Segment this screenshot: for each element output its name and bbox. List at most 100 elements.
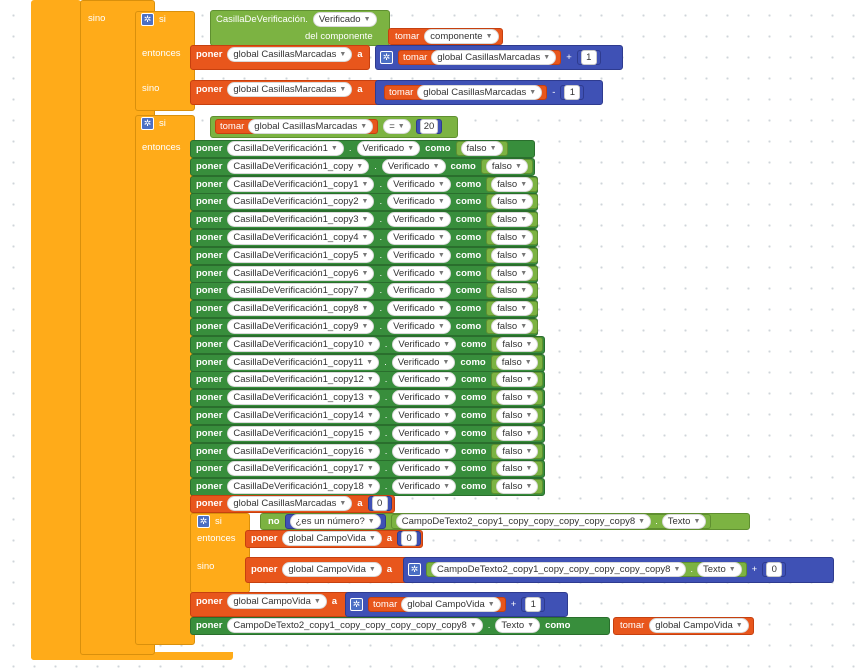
false-block[interactable]: falso▼ [491, 479, 544, 494]
gear-icon[interactable]: ✲ [141, 13, 154, 26]
textbox-getter[interactable]: CampoDeTexto2_copy1_copy_copy_copy_copy_… [390, 514, 712, 529]
gear-icon[interactable]: ✲ [141, 117, 154, 130]
property-dropdown[interactable]: Verificado▼ [392, 426, 457, 441]
is-number-block[interactable]: ¿es un número?▼ [284, 514, 386, 529]
property-dropdown[interactable]: Verificado▼ [387, 283, 451, 298]
gear-icon[interactable]: ✲ [380, 51, 393, 64]
set-textbox-row: poner CampoDeTexto2_copy1_copy_copy_copy… [196, 618, 571, 633]
compare-operator[interactable]: =▼ [383, 119, 411, 134]
component-dropdown[interactable]: CasillaDeVerificación1_copy1▼ [227, 177, 375, 192]
como-label: como [425, 143, 451, 154]
property-dropdown[interactable]: Verificado▼ [356, 141, 421, 156]
component-dropdown[interactable]: CasillaDeVerificación1_copy5▼ [227, 248, 375, 263]
component-dropdown[interactable]: CasillaDeVerificación1_copy12▼ [227, 372, 380, 387]
poner-label: poner [196, 392, 223, 403]
false-block[interactable]: falso▼ [486, 230, 539, 245]
component-dropdown[interactable]: CasillaDeVerificación1_copy13▼ [227, 390, 380, 405]
component-dropdown[interactable]: CasillaDeVerificación1_copy16▼ [227, 444, 380, 459]
property-dropdown[interactable]: Verificado▼ [387, 194, 451, 209]
false-block[interactable]: falso▼ [455, 141, 508, 156]
false-block[interactable]: falso▼ [486, 177, 539, 192]
property-dropdown[interactable]: Verificado▼ [392, 461, 457, 476]
if-block-3[interactable] [135, 115, 195, 645]
property-dropdown[interactable]: Verificado▼ [392, 408, 457, 423]
component-dropdown[interactable]: CasillaDeVerificación1_copy10▼ [227, 337, 380, 352]
add-row-2: ✲ CampoDeTexto2_copy1_copy_copy_copy_cop… [408, 561, 787, 578]
entonces-label-4: entonces [197, 533, 236, 544]
number-field[interactable]: 1 [580, 50, 597, 65]
gear-icon[interactable]: ✲ [197, 515, 210, 528]
component-dropdown[interactable]: CasillaDeVerificación1_copy3▼ [227, 212, 375, 227]
property-dropdown[interactable]: Verificado▼ [392, 372, 457, 387]
como-label: como [455, 285, 482, 296]
variable-dropdown[interactable]: componente▼ [424, 29, 499, 44]
property-dropdown[interactable]: Verificado▼ [387, 212, 451, 227]
gear-icon[interactable]: ✲ [350, 598, 363, 611]
false-block[interactable]: falso▼ [491, 426, 544, 441]
property-dropdown[interactable]: Verificado▼ [387, 230, 451, 245]
false-block[interactable]: falso▼ [491, 461, 544, 476]
false-block[interactable]: falso▼ [491, 372, 544, 387]
false-block[interactable]: falso▼ [491, 337, 544, 352]
dot-label: . [384, 446, 388, 457]
gear-icon[interactable]: ✲ [408, 563, 421, 576]
false-block[interactable]: falso▼ [490, 355, 543, 370]
component-dropdown[interactable]: CasillaDeVerificación1_copy2▼ [227, 194, 375, 209]
false-block[interactable]: falso▼ [491, 408, 544, 423]
component-dropdown[interactable]: CasillaDeVerificación1_copy14▼ [227, 408, 380, 423]
textbox-getter-2[interactable]: CampoDeTexto2_copy1_copy_copy_copy_copy_… [426, 562, 747, 577]
false-block[interactable]: falso▼ [491, 444, 544, 459]
false-block[interactable]: falso▼ [486, 266, 539, 281]
property-dropdown[interactable]: Verificado▼ [387, 248, 451, 263]
dot-label: . [379, 268, 383, 279]
property-dropdown[interactable]: Verificado▼ [387, 319, 451, 334]
property-dropdown[interactable]: Verificado▼ [391, 355, 456, 370]
property-dropdown[interactable]: Verificado▼ [392, 444, 457, 459]
false-block[interactable]: falso▼ [491, 390, 544, 405]
property-dropdown[interactable]: Verificado▼ [392, 337, 457, 352]
false-block[interactable]: falso▼ [486, 301, 539, 316]
property-dropdown[interactable]: Verificado▼ [392, 479, 457, 494]
outer-control-block[interactable] [31, 0, 81, 660]
false-block[interactable]: falso▼ [486, 194, 539, 209]
como-label: como [461, 446, 487, 457]
false-block[interactable]: falso▼ [486, 319, 539, 334]
property-dropdown[interactable]: Verificado▼ [312, 12, 377, 27]
false-block[interactable]: falso▼ [486, 248, 539, 263]
false-block[interactable]: falso▼ [486, 283, 539, 298]
if-block-2[interactable] [135, 11, 195, 111]
component-dropdown[interactable]: CasillaDeVerificación1_copy7▼ [227, 283, 375, 298]
component-dropdown[interactable]: CasillaDeVerificación1_copy15▼ [227, 426, 380, 441]
property-dropdown[interactable]: Verificado▼ [381, 159, 446, 174]
if-row-4: ✲ si [197, 513, 222, 530]
dot-label: . [379, 285, 383, 296]
component-dropdown[interactable]: CasillaDeVerificación1_copy▼ [227, 159, 370, 174]
component-dropdown[interactable]: CasillaDeVerificación1_copy11▼ [227, 355, 380, 370]
poner-label: poner [196, 214, 223, 225]
component-dropdown[interactable]: CasillaDeVerificación1_copy17▼ [227, 461, 380, 476]
component-dropdown[interactable]: CasillaDeVerificación1_copy6▼ [227, 266, 375, 281]
component-dropdown[interactable]: CasillaDeVerificación1_copy4▼ [227, 230, 375, 245]
property-dropdown[interactable]: Verificado▼ [387, 177, 451, 192]
false-block[interactable]: falso▼ [486, 212, 539, 227]
property-dropdown[interactable]: Verificado▼ [392, 390, 457, 405]
component-dropdown[interactable]: CasillaDeVerificación1▼ [227, 141, 344, 156]
component-dropdown[interactable]: CasillaDeVerificación1_copy18▼ [227, 479, 380, 494]
property-dropdown[interactable]: Verificado▼ [387, 301, 451, 316]
poner-label: poner [196, 428, 223, 439]
false-block[interactable]: falso▼ [480, 159, 533, 174]
property-dropdown[interactable]: Verificado▼ [387, 266, 451, 281]
component-dropdown[interactable]: CasillaDeVerificación1_copy8▼ [227, 301, 375, 316]
component-dropdown[interactable]: CasillaDeVerificación1_copy9▼ [227, 319, 375, 334]
poner-label: poner [196, 179, 223, 190]
